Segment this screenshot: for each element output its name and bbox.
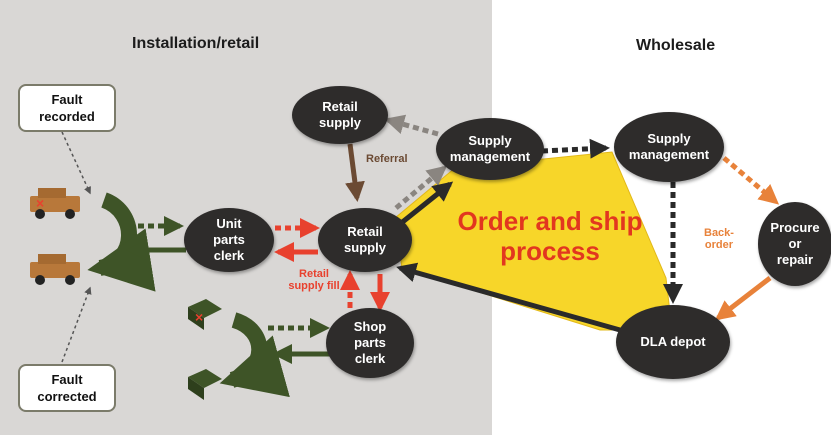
back-order-label: Back- order — [704, 227, 734, 251]
parts-icon-bottom — [188, 369, 222, 400]
parts-icon-top: × — [188, 299, 222, 330]
procure-to-depot-arrow — [714, 276, 772, 321]
fault-corrected-note: Fault corrected — [18, 364, 116, 412]
svg-text:×: × — [195, 309, 203, 325]
fault-recorded-note: Fault recorded — [18, 84, 116, 132]
vehicle-icon-bottom — [30, 254, 80, 285]
retail-supply-fill-label: Retail supply fill — [288, 268, 340, 292]
fault-corrected-leader — [61, 286, 92, 363]
node-supply-management-left: Supply management — [436, 118, 544, 180]
parts-return-arrow — [219, 312, 290, 398]
retail-top-to-retail-center-arrow — [345, 143, 365, 202]
node-retail-supply-center: Retail supply — [318, 208, 412, 272]
referral-label: Referral — [366, 153, 408, 165]
node-retail-supply-top: Retail supply — [292, 86, 388, 144]
depot-to-retail-arrow — [396, 262, 621, 333]
order-ship-process-label: Order and ship process — [457, 206, 643, 266]
node-shop-parts-clerk: Shop parts clerk — [326, 308, 414, 378]
node-procure-or-repair: Procure or repair — [758, 202, 831, 286]
wholesale-to-procure-arrow — [722, 156, 780, 205]
node-supply-management-right: Supply management — [614, 112, 724, 182]
vehicle-return-arrow — [87, 192, 156, 292]
vehicle-icon-top: × — [30, 188, 80, 219]
svg-text:×: × — [36, 195, 44, 211]
fault-recorded-leader — [61, 131, 91, 195]
installation-retail-heading: Installation/retail — [132, 35, 260, 52]
supply-mgmt-to-wholesale-arrow — [541, 138, 610, 159]
referral-arrow — [384, 114, 439, 137]
node-unit-parts-clerk: Unit parts clerk — [184, 208, 274, 272]
node-dla-depot: DLA depot — [616, 305, 730, 379]
retail-to-supply-mgmt-solid — [398, 181, 454, 226]
retail-to-supply-mgmt-dashed — [394, 165, 448, 210]
wholesale-heading: Wholesale — [636, 37, 716, 54]
